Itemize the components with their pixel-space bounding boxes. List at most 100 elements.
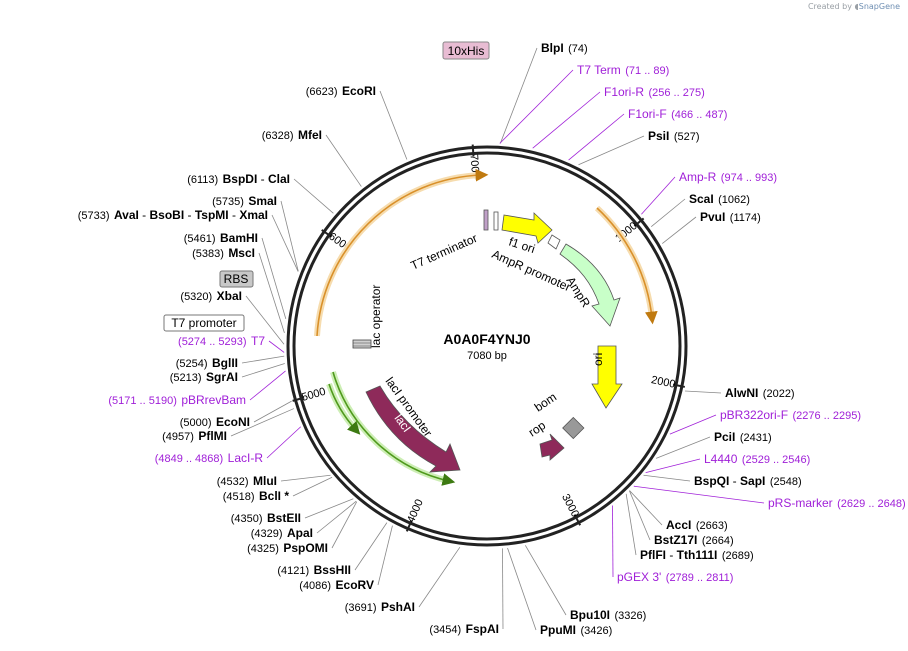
position-left-10: (5213) (170, 372, 202, 384)
name-right-12: BspQI (694, 474, 729, 488)
left-label-10: (5213) SgrAI (170, 368, 238, 385)
name-right-4: PsiI (648, 129, 669, 143)
snapgene-logo-icon: ◖ (854, 2, 859, 11)
left-label-19: (4325) PspOMI (247, 539, 328, 556)
name-left-8: T7 (251, 334, 265, 348)
name-right-16: Tth111I (677, 548, 718, 562)
left-label-12: (5000) EcoNI (180, 413, 250, 430)
left-label-21: (4086) EcoRV (299, 576, 374, 593)
left-label-6: (5383) MscI (192, 244, 255, 261)
orf-green-outer-core (332, 371, 456, 486)
position-left-17: (4350) (231, 513, 263, 525)
right-label-17: pGEX 3' (2789 .. 2811) (617, 568, 733, 585)
position-right-5: (974 .. 993) (721, 172, 777, 184)
right-label-7: PvuI (1174) (700, 208, 761, 225)
name-left-2: ClaI (268, 172, 290, 186)
left-label-20: (4121) BssHII (277, 561, 351, 578)
his-tag-box (442, 41, 490, 60)
position-left-2: (6113) (187, 174, 218, 186)
position-left-22: (3691) (345, 602, 377, 614)
left-label-13: (4957) PflMI (162, 427, 227, 444)
position-left-13: (4957) (162, 431, 194, 443)
ori-arrow (591, 345, 623, 409)
position-right-2: (256 .. 275) (648, 87, 704, 99)
position-left-23: (3454) (429, 624, 461, 636)
tick-7000 (471, 144, 475, 157)
position-left-18: (4329) (251, 528, 283, 540)
name-right-0: BlpI (541, 41, 564, 55)
feature-label-t7-terminator: T7 terminator (409, 231, 480, 273)
position-left-15: (4532) (217, 476, 249, 488)
position-right-16: (2689) (722, 550, 754, 562)
tick-label-2000: 2000 (650, 374, 676, 391)
left-label-4: (5733) AvaI - BsoBI - TspMI - XmaI (78, 206, 268, 223)
tick-4000 (405, 519, 413, 532)
name-left-21: EcoRV (336, 578, 374, 592)
orf-orange-left-core (316, 168, 489, 337)
left-label-7: (5320) XbaI (180, 287, 242, 304)
ampr-promoter-arrow (547, 234, 561, 250)
position-right-15: (2664) (702, 535, 734, 547)
tick-label-3000: 3000 (559, 492, 581, 519)
position-right-17: (2789 .. 2811) (666, 572, 734, 584)
tick-3000 (573, 514, 582, 526)
name-left-17: BstEII (267, 511, 301, 525)
name-left-2: BspDI (223, 172, 258, 186)
name-left-10: SgrAI (206, 370, 238, 384)
credit-prefix: Created by (807, 2, 852, 11)
name-left-4: BsoBI (150, 208, 185, 222)
name-right-12: SapI (740, 474, 765, 488)
name-right-8: AlwNI (725, 386, 758, 400)
name-right-11: L4440 (704, 452, 738, 466)
lac-operator-box (352, 339, 372, 349)
position-left-21: (4086) (299, 580, 331, 592)
his-tag-label: 10xHis (448, 44, 485, 58)
name-right-19: PpuMI (540, 623, 576, 637)
right-label-16: PflFI - Tth111I (2689) (640, 546, 754, 563)
position-right-18: (3326) (614, 610, 646, 622)
name-right-15: BstZ17I (654, 533, 697, 547)
lacI-arrow (365, 385, 461, 473)
feature-label-rop: rop (526, 418, 548, 439)
t7-terminator-box (483, 209, 489, 231)
name-left-9: BglII (212, 356, 238, 370)
name-right-10: PciI (714, 430, 735, 444)
left-label-22: (3691) PshAI (345, 598, 415, 615)
tick-label-5000: 5000 (300, 386, 327, 404)
left-label-15: (4532) MluI (217, 472, 277, 489)
name-left-0: EcoRI (342, 84, 376, 98)
name-right-9: pBR322ori-F (720, 408, 788, 422)
name-right-1: T7 Term (577, 63, 621, 77)
snapgene-credit: Created by ◖SnapGene (808, 2, 900, 11)
right-label-19: PpuMI (3426) (540, 621, 612, 638)
name-right-17: pGEX 3' (617, 570, 661, 584)
name-left-19: PspOMI (283, 541, 328, 555)
left-label-column: (6623) EcoRI(6328) MfeI(6113) BspDI - Cl… (78, 84, 499, 636)
position-left-11: (5171 .. 5190) (108, 395, 177, 407)
right-label-2: F1ori-R (256 .. 275) (604, 83, 705, 100)
f1-ori-arrow (501, 212, 553, 244)
position-right-13: (2629 .. 2648) (837, 498, 906, 510)
position-left-20: (4121) (277, 565, 309, 577)
position-right-14: (2663) (696, 520, 728, 532)
name-right-14: AccI (666, 518, 691, 532)
bom-box (562, 416, 585, 440)
name-left-6: MscI (228, 246, 255, 260)
right-label-5: Amp-R (974 .. 993) (679, 168, 777, 185)
left-label-3: (5735) SmaI (212, 192, 277, 209)
name-right-7: PvuI (700, 210, 725, 224)
name-left-11: pBRrevBam (181, 393, 246, 407)
feature-label-ori: ori (591, 353, 605, 366)
left-label-2: (6113) BspDI - ClaI (187, 170, 290, 187)
name-right-2: F1ori-R (604, 85, 644, 99)
feature-label-bom: bom (532, 390, 559, 415)
name-right-5: Amp-R (679, 170, 717, 184)
position-left-14: (4849 .. 4868) (155, 453, 224, 465)
right-label-15: BstZ17I (2664) (654, 531, 734, 548)
name-left-13: PflMI (198, 429, 227, 443)
t7-promoter-label: T7 promoter (171, 316, 236, 330)
position-left-0: (6623) (306, 86, 338, 98)
right-label-13: pRS-marker (2629 .. 2648) (768, 494, 906, 511)
backbone-inner (292, 151, 682, 541)
